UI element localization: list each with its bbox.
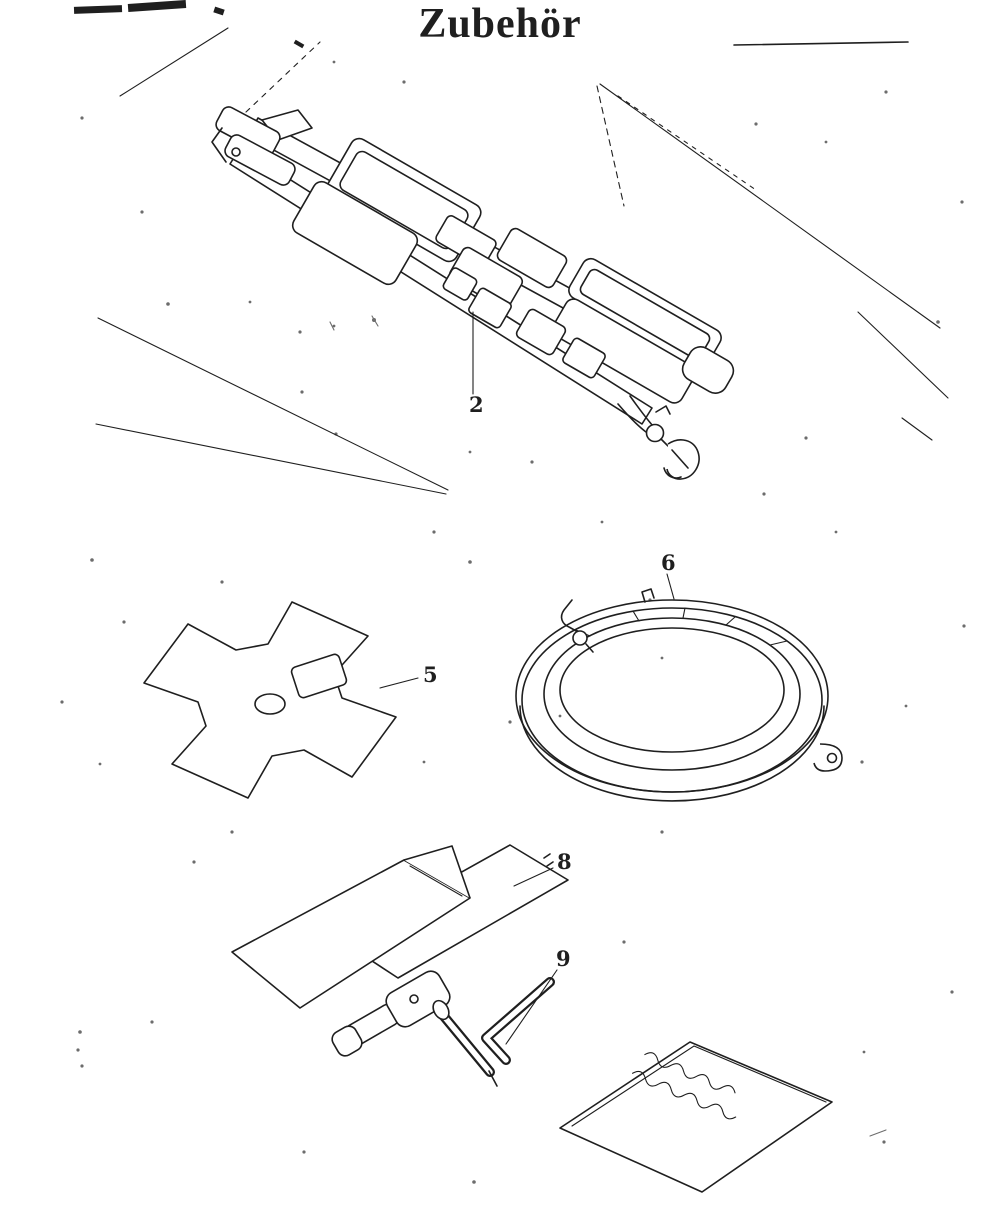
- harness-pads: [291, 137, 735, 404]
- part-label-ring: 6: [661, 550, 676, 575]
- part-label-harness: 2: [469, 392, 484, 417]
- blade-sticker: [290, 653, 348, 699]
- corner-marks: [73, 0, 909, 49]
- hex-key: 9: [481, 946, 571, 1065]
- ring-top-clip: [641, 588, 655, 603]
- page-title: Zubehör: [418, 1, 582, 47]
- loop-guard-ring: 6: [515, 550, 843, 802]
- part-label-hex-key: 9: [556, 946, 571, 971]
- harness-buckle: [211, 106, 313, 186]
- leader-line-8: [513, 867, 554, 887]
- ring-hook: [560, 599, 594, 653]
- leader-line-5: [379, 677, 419, 689]
- blade-center-hole: [254, 693, 286, 715]
- manual-cover-scribble: [632, 1052, 737, 1120]
- part-label-toolkit: 8: [557, 849, 572, 874]
- label-8-tickmarks: [543, 853, 554, 867]
- part-label-blade: 5: [423, 662, 438, 687]
- scan-noise: [60, 60, 966, 1184]
- ring-side-tab: [813, 743, 843, 772]
- instruction-manual: [559, 1041, 833, 1193]
- cutting-blade: 5: [143, 601, 438, 799]
- harness-hook: [617, 395, 700, 480]
- pouch-flap: [403, 845, 471, 899]
- leader-line-9: [505, 969, 558, 1045]
- background-lines: [95, 27, 949, 495]
- leader-line-6: [666, 573, 675, 600]
- tool-pouch-sheets: 8: [231, 844, 572, 1009]
- socket-wrench: [331, 970, 498, 1087]
- harness-assembly: 2: [211, 106, 735, 480]
